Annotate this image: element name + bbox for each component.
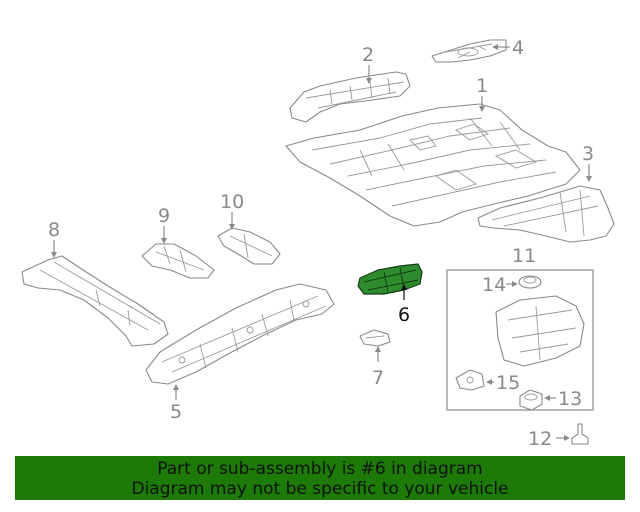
callout-12[interactable]: 12	[528, 428, 570, 450]
part-3-rear-floor[interactable]	[477, 185, 615, 243]
part-7-clip[interactable]	[359, 329, 391, 347]
callout-2[interactable]: 2	[362, 44, 374, 84]
part-6-bracket-highlighted[interactable]	[357, 263, 423, 295]
part-1-floor-pan[interactable]	[285, 103, 581, 227]
part-4-bracket[interactable]	[431, 39, 507, 63]
svg-text:12: 12	[528, 428, 552, 450]
part-8-side-rail[interactable]	[21, 255, 169, 347]
callout-14[interactable]: 14	[482, 274, 518, 296]
part-10-bracket[interactable]	[217, 227, 281, 265]
svg-text:2: 2	[362, 44, 374, 66]
callout-13[interactable]: 13	[544, 388, 582, 410]
callout-8[interactable]: 8	[48, 219, 60, 258]
callout-10[interactable]: 10	[220, 191, 244, 230]
svg-text:4: 4	[512, 37, 524, 59]
svg-text:14: 14	[482, 274, 506, 296]
part-15-clip[interactable]	[455, 369, 485, 391]
svg-text:3: 3	[582, 143, 594, 165]
part-12-bolt[interactable]	[571, 423, 589, 445]
svg-text:6: 6	[398, 304, 410, 326]
banner-line-part-info: Part or sub-assembly is #6 in diagram	[157, 459, 483, 479]
callout-5[interactable]: 5	[170, 384, 182, 423]
callout-4[interactable]: 4	[492, 37, 524, 59]
part-9-bracket[interactable]	[141, 243, 215, 279]
parts-diagram: 4 2 1 3 8	[21, 37, 615, 450]
part-14-nut[interactable]	[518, 275, 542, 289]
part-2-cross-member[interactable]	[289, 71, 411, 123]
callout-11[interactable]: 11	[512, 245, 536, 267]
part-11-assembly-box[interactable]	[446, 269, 594, 411]
svg-text:5: 5	[170, 401, 182, 423]
svg-text:7: 7	[372, 367, 384, 389]
svg-text:13: 13	[558, 388, 582, 410]
callout-1[interactable]: 1	[476, 75, 488, 112]
banner-line-disclaimer: Diagram may not be specific to your vehi…	[131, 479, 509, 499]
svg-text:10: 10	[220, 191, 244, 213]
info-banner: Part or sub-assembly is #6 in diagram Di…	[15, 456, 625, 500]
callout-7[interactable]: 7	[372, 346, 384, 389]
part-13-nut[interactable]	[519, 389, 543, 411]
svg-text:15: 15	[496, 372, 520, 394]
callout-15[interactable]: 15	[486, 372, 520, 394]
svg-text:8: 8	[48, 219, 60, 241]
svg-text:11: 11	[512, 245, 536, 267]
svg-text:1: 1	[476, 75, 488, 97]
callout-6[interactable]: 6	[398, 284, 410, 326]
part-5-frame-rail[interactable]	[145, 283, 335, 385]
svg-text:9: 9	[158, 205, 170, 227]
callout-3[interactable]: 3	[582, 143, 594, 182]
callout-9[interactable]: 9	[158, 205, 170, 244]
